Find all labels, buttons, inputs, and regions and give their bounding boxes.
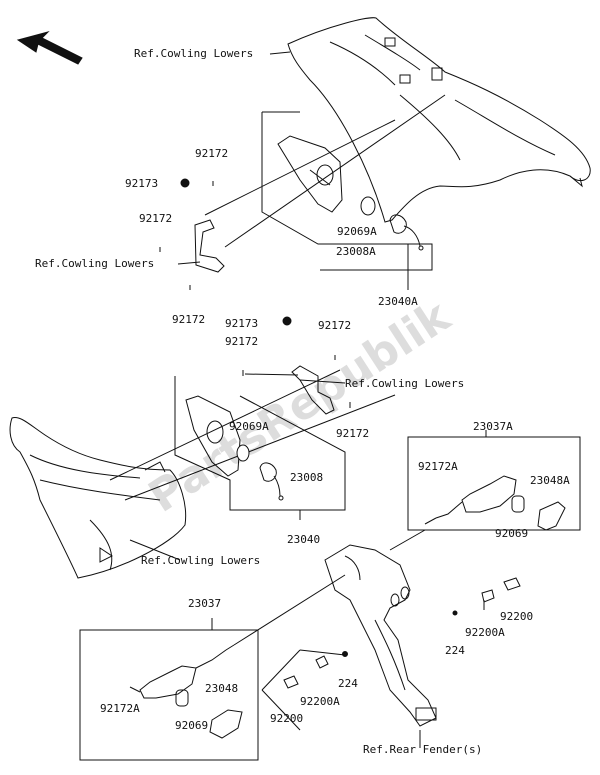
part-23008-label: 23008 <box>290 471 324 484</box>
part-92069A-label: 92069A <box>229 420 269 433</box>
ref-cowling-lowers-label-top: Ref.Cowling Lowers <box>134 47 254 60</box>
part-92172-label: 92172 <box>225 335 259 348</box>
part-23008A-label: 23008A <box>336 245 376 258</box>
part-92200-label: 92200 <box>270 712 304 725</box>
mid-turn-signal-housing <box>185 395 241 477</box>
upper-mount-bracket <box>159 178 225 290</box>
part-92200-label: 92200 <box>500 610 534 623</box>
part-23037-label: 23037 <box>188 597 222 610</box>
part-92172-label: 92172 <box>336 427 370 440</box>
rear-left-turn-signal <box>129 644 243 739</box>
part-23037A-label: 23037A <box>473 420 513 433</box>
upper-turn-signal-housing <box>277 135 343 213</box>
rear-fender-plate-bracket <box>324 544 437 727</box>
part-92069-label: 92069 <box>175 719 209 732</box>
part-23048A-label: 23048A <box>530 474 570 487</box>
front-direction-arrow-icon <box>16 31 83 65</box>
part-92200A-label: 92200A <box>300 695 340 708</box>
ref-cowling-lowers-label-bottom: Ref.Cowling Lowers <box>141 554 261 567</box>
part-23040A-label: 23040A <box>378 295 418 308</box>
part-23048-label: 23048 <box>205 682 239 695</box>
upper-cowling-lower-right <box>287 17 591 223</box>
ref-rear-fender-label: Ref.Rear Fender(s) <box>363 743 483 756</box>
part-92172-label: 92172 <box>318 319 352 332</box>
part-92200A-label: 92200A <box>465 626 505 639</box>
part-224-label: 224 <box>338 677 358 690</box>
ref-cowling-lowers-label-left: Ref.Cowling Lowers <box>35 257 155 270</box>
part-92172A-label: 92172A <box>100 702 140 715</box>
ref-cowling-lowers-label-mid: Ref.Cowling Lowers <box>345 377 465 390</box>
part-92172A-label: 92172A <box>418 460 458 473</box>
lower-cowling-left <box>9 416 187 579</box>
part-92173-label: 92173 <box>125 177 159 190</box>
part-92069A-label: 92069A <box>337 225 377 238</box>
mid-mount-bracket <box>242 316 351 415</box>
part-92173-label: 92173 <box>225 317 259 330</box>
part-224-label: 224 <box>445 644 465 657</box>
part-92172-label: 92172 <box>172 313 206 326</box>
part-92172-label: 92172 <box>195 147 229 160</box>
part-92172-label: 92172 <box>139 212 173 225</box>
part-23040-label: 23040 <box>287 533 321 546</box>
rear-right-turn-signal <box>424 475 566 531</box>
part-92069-label: 92069 <box>495 527 529 540</box>
